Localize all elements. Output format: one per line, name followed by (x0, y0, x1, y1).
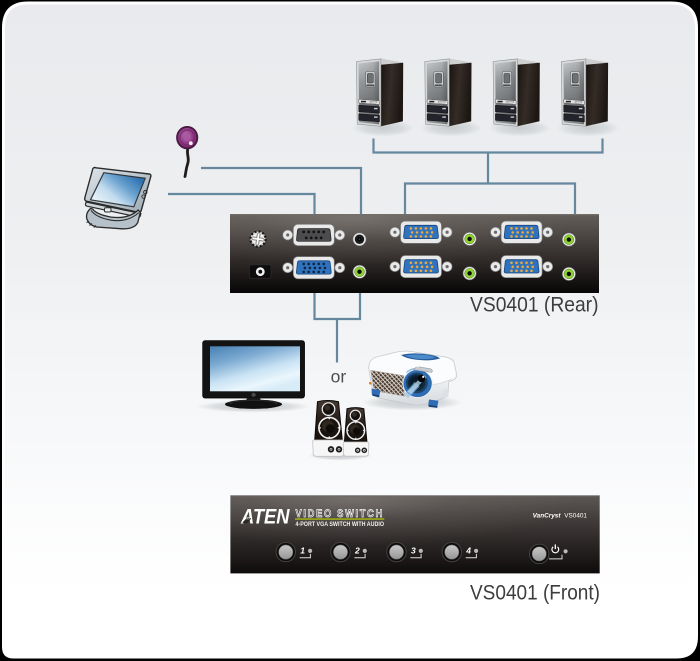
svg-text:or: or (331, 367, 347, 387)
svg-text:2: 2 (354, 546, 360, 556)
svg-text:ATEN: ATEN (240, 506, 290, 529)
svg-text:VanCryst VS0401: VanCryst VS0401 (533, 512, 588, 519)
svg-text:4-PORT VGA SWITCH WITH AUDIO: 4-PORT VGA SWITCH WITH AUDIO (296, 521, 385, 528)
svg-text:4: 4 (465, 546, 471, 556)
svg-text:VIDEO SWITCH: VIDEO SWITCH (296, 508, 385, 520)
svg-text:VS0401 (Front): VS0401 (Front) (470, 580, 600, 604)
svg-text:3: 3 (411, 546, 416, 556)
svg-text:VS0401 (Rear): VS0401 (Rear) (470, 293, 599, 317)
svg-text:1: 1 (300, 546, 305, 556)
